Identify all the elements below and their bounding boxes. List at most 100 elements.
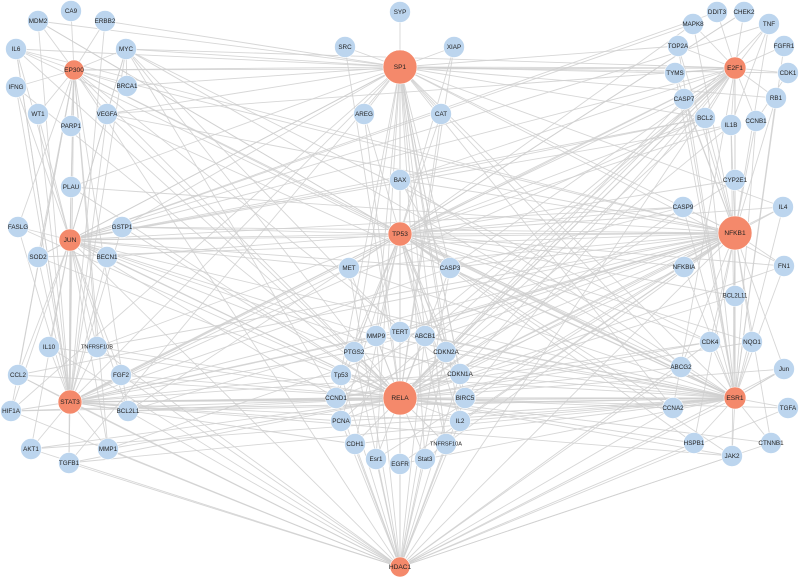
node-Tp53[interactable]: Tp53 bbox=[330, 364, 352, 386]
node-BECN1[interactable]: BECN1 bbox=[96, 246, 118, 268]
node-circle-ERBB2[interactable] bbox=[94, 10, 116, 32]
node-circle-CASP7[interactable] bbox=[673, 88, 695, 110]
node-circle-CCNB1[interactable] bbox=[745, 110, 767, 132]
hub-node-circle-NFKB1[interactable] bbox=[717, 215, 753, 251]
node-FASLG[interactable]: FASLG bbox=[7, 216, 29, 238]
node-AREG[interactable]: AREG bbox=[353, 103, 375, 125]
node-circle-SYP[interactable] bbox=[389, 1, 411, 23]
node-circle-CDK4[interactable] bbox=[699, 331, 721, 353]
node-circle-IFNG[interactable] bbox=[5, 76, 27, 98]
node-BRCA1[interactable]: BRCA1 bbox=[116, 75, 138, 97]
node-GSTP1[interactable]: GSTP1 bbox=[111, 216, 133, 238]
node-circle-ABCG2[interactable] bbox=[670, 356, 692, 378]
node-circle-BAX[interactable] bbox=[389, 169, 411, 191]
node-circle-PLAU[interactable] bbox=[60, 176, 82, 198]
node-CA9[interactable]: CA9 bbox=[60, 0, 82, 22]
node-SYP[interactable]: SYP bbox=[389, 1, 411, 23]
node-circle-CTNNB1[interactable] bbox=[760, 432, 782, 454]
hub-node-circle-JUN[interactable] bbox=[58, 228, 82, 252]
node-BIRC5[interactable]: BIRC5 bbox=[454, 387, 476, 409]
node-circle-AKT1[interactable] bbox=[20, 438, 42, 460]
node-circle-XIAP[interactable] bbox=[443, 36, 465, 58]
node-circle-TNFRSF10A[interactable] bbox=[435, 433, 457, 455]
node-ABCG2[interactable]: ABCG2 bbox=[670, 356, 692, 378]
node-circle-NFKBIA[interactable] bbox=[673, 256, 695, 278]
node-circle-MAPK8[interactable] bbox=[682, 13, 704, 35]
node-IFNG[interactable]: IFNG bbox=[5, 76, 27, 98]
node-STAT3[interactable]: STAT3 bbox=[57, 389, 83, 415]
node-TERT[interactable]: TERT bbox=[389, 321, 411, 343]
hub-node-circle-SP1[interactable] bbox=[382, 49, 418, 85]
node-circle-CCNA2[interactable] bbox=[662, 397, 684, 419]
node-circle-BCL2L11[interactable] bbox=[724, 285, 746, 307]
node-circle-FASLG[interactable] bbox=[7, 216, 29, 238]
node-E2F1[interactable]: E2F1 bbox=[723, 56, 747, 80]
node-MET[interactable]: MET bbox=[338, 257, 360, 279]
node-FGFR1[interactable]: FGFR1 bbox=[773, 35, 795, 57]
node-IL6[interactable]: IL6 bbox=[5, 38, 27, 60]
hub-node-circle-RELA[interactable] bbox=[382, 380, 418, 416]
node-IL10[interactable]: IL10 bbox=[38, 336, 60, 358]
hub-node-circle-TP53[interactable] bbox=[387, 221, 413, 247]
node-circle-IL1B[interactable] bbox=[720, 114, 742, 136]
node-circle-Stat3[interactable] bbox=[414, 448, 436, 470]
node-PTGS2[interactable]: PTGS2 bbox=[343, 341, 365, 363]
node-circle-PCNA[interactable] bbox=[330, 410, 352, 432]
node-circle-PTGS2[interactable] bbox=[343, 341, 365, 363]
node-circle-CDH1[interactable] bbox=[344, 433, 366, 455]
node-circle-JAK2[interactable] bbox=[721, 445, 743, 467]
node-XIAP[interactable]: XIAP bbox=[443, 36, 465, 58]
node-FGF2[interactable]: FGF2 bbox=[110, 364, 132, 386]
node-EGFR[interactable]: EGFR bbox=[389, 453, 411, 475]
node-CHEK2[interactable]: CHEK2 bbox=[733, 1, 755, 23]
node-CASP7[interactable]: CASP7 bbox=[673, 88, 695, 110]
node-CASP9[interactable]: CASP9 bbox=[672, 196, 694, 218]
node-RB1[interactable]: RB1 bbox=[765, 87, 787, 109]
node-circle-TOP2A[interactable] bbox=[667, 35, 689, 57]
node-AKT1[interactable]: AKT1 bbox=[20, 438, 42, 460]
node-TGFB1[interactable]: TGFB1 bbox=[58, 452, 80, 474]
node-NFKB1[interactable]: NFKB1 bbox=[717, 215, 753, 251]
node-circle-EGFR[interactable] bbox=[389, 453, 411, 475]
node-circle-TNFRSF10B[interactable] bbox=[86, 336, 108, 358]
node-circle-CASP3[interactable] bbox=[439, 257, 461, 279]
node-circle-DDIT3[interactable] bbox=[706, 1, 728, 23]
node-circle-MMP1[interactable] bbox=[97, 438, 119, 460]
node-circle-Tp53[interactable] bbox=[330, 364, 352, 386]
hub-node-circle-HDAC1[interactable] bbox=[389, 556, 411, 577]
node-circle-Esr1[interactable] bbox=[365, 448, 387, 470]
node-PLAU[interactable]: PLAU bbox=[60, 176, 82, 198]
node-circle-IL6[interactable] bbox=[5, 38, 27, 60]
hub-node-circle-ESR1[interactable] bbox=[723, 386, 747, 410]
node-WT1[interactable]: WT1 bbox=[27, 103, 49, 125]
node-circle-CASP9[interactable] bbox=[672, 196, 694, 218]
node-HDAC1[interactable]: HDAC1 bbox=[389, 556, 412, 577]
node-circle-FN1[interactable] bbox=[773, 255, 795, 277]
node-MMP1[interactable]: MMP1 bbox=[97, 438, 119, 460]
hub-node-circle-E2F1[interactable] bbox=[723, 56, 747, 80]
node-RELA[interactable]: RELA bbox=[382, 380, 418, 416]
node-circle-Jun[interactable] bbox=[773, 358, 795, 380]
node-CDH1[interactable]: CDH1 bbox=[344, 433, 366, 455]
node-circle-NQO1[interactable] bbox=[741, 331, 763, 353]
node-circle-CHEK2[interactable] bbox=[733, 1, 755, 23]
node-JAK2[interactable]: JAK2 bbox=[721, 445, 743, 467]
hub-node-circle-STAT3[interactable] bbox=[57, 389, 83, 415]
node-PCNA[interactable]: PCNA bbox=[330, 410, 352, 432]
node-circle-BECN1[interactable] bbox=[96, 246, 118, 268]
node-circle-TYMS[interactable] bbox=[664, 62, 686, 84]
node-circle-CDKN2A[interactable] bbox=[435, 341, 457, 363]
node-circle-CAT[interactable] bbox=[430, 103, 452, 125]
node-circle-HSPB1[interactable] bbox=[683, 432, 705, 454]
node-circle-FGFR1[interactable] bbox=[773, 35, 795, 57]
node-MYC[interactable]: MYC bbox=[115, 38, 137, 60]
node-ERBB2[interactable]: ERBB2 bbox=[94, 10, 116, 32]
node-circle-SRC[interactable] bbox=[334, 36, 356, 58]
node-circle-FGF2[interactable] bbox=[110, 364, 132, 386]
node-CTNNB1[interactable]: CTNNB1 bbox=[758, 432, 784, 454]
node-circle-BCL2[interactable] bbox=[694, 107, 716, 129]
node-FN1[interactable]: FN1 bbox=[773, 255, 795, 277]
node-circle-CCL2[interactable] bbox=[7, 364, 29, 386]
node-circle-IL2[interactable] bbox=[449, 410, 471, 432]
node-circle-MMP9[interactable] bbox=[365, 325, 387, 347]
